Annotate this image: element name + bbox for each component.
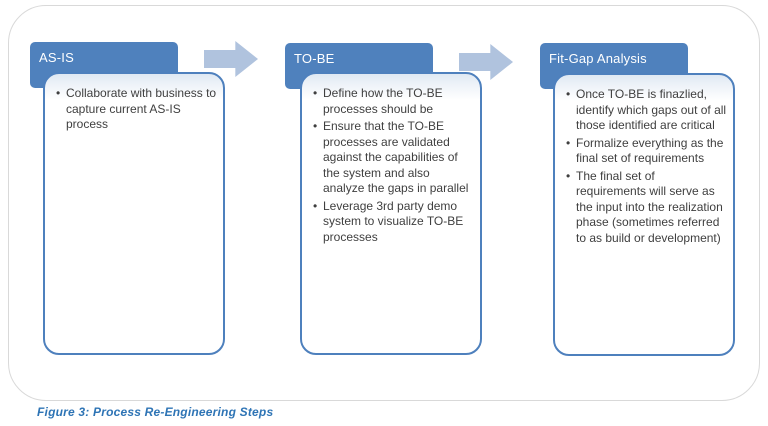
card-title: TO-BE xyxy=(294,51,335,66)
bullet-item: The final set of requirements will serve… xyxy=(565,169,727,247)
bullet-item: Leverage 3rd party demo system to visual… xyxy=(312,199,474,246)
bullet-item: Define how the TO-BE processes should be xyxy=(312,86,474,117)
card-title: AS-IS xyxy=(39,50,74,65)
bullet-item: Collaborate with business to capture cur… xyxy=(55,86,217,133)
bullet-list: Define how the TO-BE processes should be… xyxy=(312,86,474,245)
card-body-fit-gap: Once TO-BE is finazlied, identify which … xyxy=(553,73,735,356)
card-body-as-is: Collaborate with business to capture cur… xyxy=(43,72,225,355)
bullet-item: Formalize everything as the final set of… xyxy=(565,136,727,167)
figure-caption: Figure 3: Process Re-Engineering Steps xyxy=(37,405,274,419)
card-title: Fit-Gap Analysis xyxy=(549,51,647,66)
card-body-to-be: Define how the TO-BE processes should be… xyxy=(300,72,482,355)
bullet-list: Collaborate with business to capture cur… xyxy=(55,86,217,133)
bullet-item: Once TO-BE is finazlied, identify which … xyxy=(565,87,727,134)
bullet-item: Ensure that the TO-BE processes are vali… xyxy=(312,119,474,197)
bullet-list: Once TO-BE is finazlied, identify which … xyxy=(565,87,727,246)
